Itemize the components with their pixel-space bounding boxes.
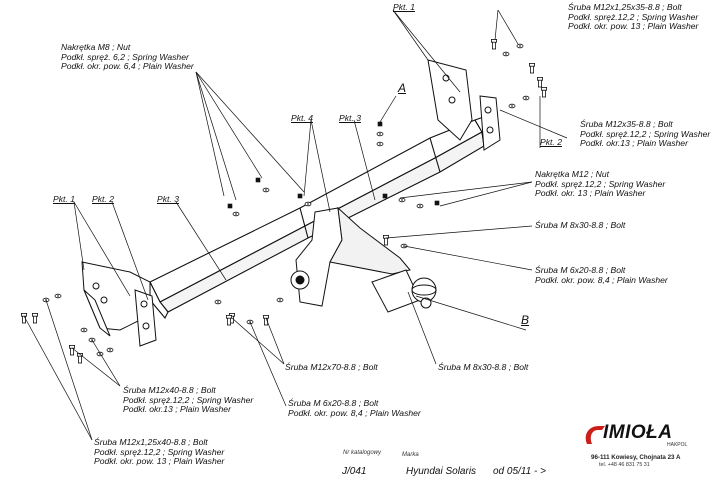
- label-line: Śruba M12x1,25x40-8.8 ; Bolt: [94, 437, 208, 447]
- label-pkt1-left: Pkt. 1: [53, 194, 75, 204]
- label-bolt-m12x125x35: Śruba M12x1,25x35-8.8 ; Bolt Podkł. sprę…: [568, 2, 699, 32]
- brand-address: 96-111 Kowiesy, Chojnata 23 A: [591, 454, 681, 461]
- label-line: Podkł. spręż.12,2 ; Spring Washer: [580, 128, 711, 139]
- label-line: Nakrętka M12 ; Nut: [535, 169, 610, 179]
- label-pkt1-top: Pkt. 1: [393, 2, 415, 12]
- label-nut-m12: Nakrętka M12 ; Nut Podkł. spręż.12,2 ; S…: [535, 169, 666, 199]
- brand-phone: tel. +48 46 831 75 31: [599, 462, 650, 468]
- brand-label: Marka: [402, 452, 419, 458]
- left-bracket: [81, 261, 157, 347]
- label-bolt-m12x125x40: Śruba M12x1,25x40-8.8 ; Bolt Podkł. sprę…: [94, 437, 225, 467]
- label-line: Podkł. okr. pow. 8,4 ; Plain Washer: [535, 274, 668, 285]
- label-bolt-m8x30-bottom: Śruba M 8x30-8.8 ; Bolt: [438, 362, 529, 372]
- label-line: Podkł. spręż.12,2 ; Spring Washer: [568, 11, 699, 22]
- label-bolt-m12x35: Śruba M12x35-8.8 ; Bolt Podkł. spręż.12,…: [580, 119, 711, 149]
- label-line: Podkł. spręż.12,2 ; Spring Washer: [535, 178, 666, 189]
- label-line: Podkł. okr. 13 ; Plain Washer: [535, 188, 646, 199]
- label-letter-a: A: [398, 81, 407, 95]
- label-line: Podkł. okr.13 ; Plain Washer: [580, 138, 688, 149]
- logo-swoosh: [585, 426, 605, 444]
- label-nut-m8: Nakrętka M8 ; Nut Podkł. spręż. 6,2 ; Sp…: [61, 42, 194, 72]
- label-pkt2-left: Pkt. 2: [92, 194, 114, 204]
- label-pkt2-right: Pkt. 2: [540, 137, 562, 147]
- label-line: Podkł. okr. pow. 13 ; Plain Washer: [94, 456, 225, 467]
- label-line: Podkł. spręż.12,2 ; Spring Washer: [94, 446, 225, 457]
- center-mount: [290, 206, 437, 313]
- brand-name: IMIOŁA: [603, 422, 673, 443]
- label-line: Podkł. spręż.12,2 ; Spring Washer: [123, 394, 254, 405]
- logo-mark-icon: [585, 426, 605, 444]
- label-line: Śruba M 6x20-8.8 ; Bolt: [535, 265, 626, 275]
- label-line: Śruba M 6x20-8.8 ; Bolt: [288, 398, 379, 408]
- label-line: Podkł. okr. pow. 13 ; Plain Washer: [568, 21, 699, 32]
- label-line: Podkł. okr.13 ; Plain Washer: [123, 404, 231, 415]
- label-letter-b: B: [521, 313, 530, 327]
- catalog-label: Nr katalogowy: [343, 450, 382, 456]
- brand-sub: HAKPOL: [667, 442, 688, 448]
- manufacturer-logo: IMIOŁA HAKPOL 96-111 Kowiesy, Chojnata 2…: [583, 422, 708, 474]
- label-line: Podkł. spręż. 6,2 ; Spring Washer: [61, 51, 189, 62]
- label-bolt-m6x20-right: Śruba M 6x20-8.8 ; Bolt Podkł. okr. pow.…: [535, 265, 668, 285]
- vehicle-model: Hyundai Solaris: [406, 466, 477, 477]
- right-bracket: [427, 59, 501, 151]
- catalog-number: J/041: [342, 466, 367, 477]
- label-pkt4: Pkt. 4: [291, 113, 313, 123]
- label-line: Podkł. okr. pow. 6,4 ; Plain Washer: [61, 61, 194, 72]
- label-pkt3-top: Pkt. 3: [339, 113, 361, 123]
- label-line: Śruba M12x1,25x35-8.8 ; Bolt: [568, 2, 682, 12]
- label-line: Nakrętka M8 ; Nut: [61, 42, 131, 52]
- label-pkt3-left: Pkt. 3: [157, 194, 179, 204]
- label-line: Podkł. okr. pow. 8,4 ; Plain Washer: [288, 407, 421, 418]
- label-bolt-m12x40: Śruba M12x40-8.8 ; Bolt Podkł. spręż.12,…: [123, 385, 254, 415]
- label-bolt-m6x20-bottom: Śruba M 6x20-8.8 ; Bolt Podkł. okr. pow.…: [288, 398, 421, 418]
- label-bolt-m12x70: Śruba M12x70-8.8 ; Bolt: [285, 362, 378, 372]
- leader-lines: [23, 9, 568, 441]
- label-line: Śruba M12x35-8.8 ; Bolt: [580, 119, 673, 129]
- label-line: Śruba M12x40-8.8 ; Bolt: [123, 385, 216, 395]
- vehicle-date: od 05/11 - >: [493, 466, 546, 477]
- label-bolt-m8x30-right: Śruba M 8x30-8.8 ; Bolt: [535, 220, 626, 230]
